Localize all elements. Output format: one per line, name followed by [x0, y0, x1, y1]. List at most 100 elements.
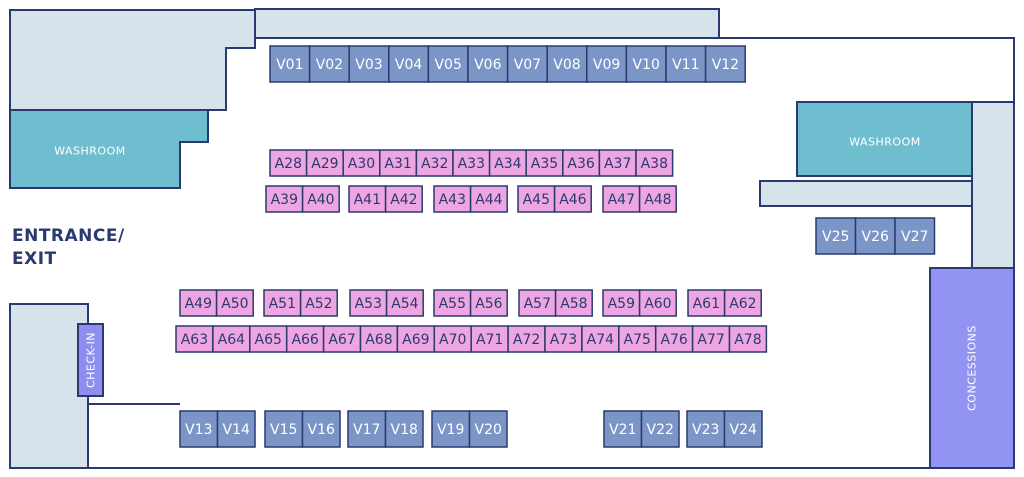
booth-v04[interactable]: V04 [388, 45, 430, 83]
booth-box[interactable] [285, 325, 325, 353]
booth-box[interactable] [264, 410, 304, 448]
booth-box[interactable] [216, 410, 256, 448]
booth-box[interactable] [686, 410, 726, 448]
booth-v25[interactable]: V25 [815, 217, 857, 255]
booth-v21[interactable]: V21 [603, 410, 643, 448]
booth-v14[interactable]: V14 [216, 410, 256, 448]
booth-a51[interactable]: A51 [263, 289, 302, 317]
booth-v02[interactable]: V02 [308, 45, 350, 83]
booth-a78[interactable]: A78 [728, 325, 768, 353]
booth-box[interactable] [433, 289, 472, 317]
concessions-area[interactable] [929, 267, 1015, 469]
booth-v13[interactable]: V13 [179, 410, 219, 448]
booth-a48[interactable]: A48 [638, 185, 677, 213]
booth-a38[interactable]: A38 [635, 149, 674, 177]
booth-box[interactable] [348, 45, 390, 83]
booth-a42[interactable]: A42 [384, 185, 423, 213]
booth-v08[interactable]: V08 [546, 45, 588, 83]
booth-a65[interactable]: A65 [249, 325, 288, 353]
booth-box[interactable] [553, 185, 592, 213]
booth-box[interactable] [602, 289, 641, 317]
booth-a46[interactable]: A46 [553, 185, 592, 213]
booth-a69[interactable]: A69 [396, 325, 436, 353]
booth-v18[interactable]: V18 [384, 410, 424, 448]
booth-box[interactable] [384, 410, 424, 448]
booth-a56[interactable]: A56 [469, 289, 508, 317]
booth-a37[interactable]: A37 [598, 149, 637, 177]
booth-a63[interactable]: A63 [175, 325, 214, 353]
booth-box[interactable] [638, 289, 677, 317]
booth-a33[interactable]: A33 [452, 149, 491, 177]
booth-box[interactable] [625, 45, 667, 83]
booth-a72[interactable]: A72 [507, 325, 546, 353]
booth-a39[interactable]: A39 [265, 185, 304, 213]
booth-box[interactable] [562, 149, 601, 177]
booth-a35[interactable]: A35 [525, 149, 564, 177]
booth-a29[interactable]: A29 [305, 149, 344, 177]
booth-v19[interactable]: V19 [431, 410, 471, 448]
booth-box[interactable] [691, 325, 731, 353]
booth-box[interactable] [468, 410, 508, 448]
booth-box[interactable] [269, 149, 308, 177]
booth-a47[interactable]: A47 [602, 185, 641, 213]
booth-v07[interactable]: V07 [506, 45, 548, 83]
checkin-desk[interactable] [77, 323, 104, 397]
booth-box[interactable] [586, 45, 628, 83]
booth-box[interactable] [618, 325, 657, 353]
booth-v20[interactable]: V20 [468, 410, 508, 448]
booth-a54[interactable]: A54 [385, 289, 424, 317]
booth-box[interactable] [342, 149, 381, 177]
booth-box[interactable] [427, 45, 469, 83]
booth-v23[interactable]: V23 [686, 410, 726, 448]
booth-box[interactable] [654, 325, 694, 353]
booth-a40[interactable]: A40 [301, 185, 340, 213]
booth-box[interactable] [433, 325, 472, 353]
booth-box[interactable] [359, 325, 399, 353]
booth-a44[interactable]: A44 [469, 185, 508, 213]
booth-box[interactable] [263, 289, 302, 317]
booth-a57[interactable]: A57 [518, 289, 557, 317]
booth-box[interactable] [179, 289, 218, 317]
booth-box[interactable] [665, 45, 707, 83]
booth-a66[interactable]: A66 [285, 325, 325, 353]
booth-box[interactable] [728, 325, 768, 353]
booth-box[interactable] [469, 289, 508, 317]
booth-box[interactable] [349, 289, 388, 317]
booth-a30[interactable]: A30 [342, 149, 381, 177]
booth-a53[interactable]: A53 [349, 289, 388, 317]
booth-v26[interactable]: V26 [854, 217, 896, 255]
booth-box[interactable] [388, 45, 430, 83]
booth-a75[interactable]: A75 [618, 325, 657, 353]
booth-v09[interactable]: V09 [586, 45, 628, 83]
booth-box[interactable] [603, 410, 643, 448]
booth-box[interactable] [602, 185, 641, 213]
booth-box[interactable] [385, 289, 424, 317]
booth-v10[interactable]: V10 [625, 45, 667, 83]
booth-a74[interactable]: A74 [581, 325, 620, 353]
booth-a55[interactable]: A55 [433, 289, 472, 317]
booth-a59[interactable]: A59 [602, 289, 641, 317]
booth-v22[interactable]: V22 [640, 410, 680, 448]
booth-a58[interactable]: A58 [554, 289, 593, 317]
booth-box[interactable] [469, 185, 508, 213]
booth-box[interactable] [854, 217, 896, 255]
booth-a36[interactable]: A36 [562, 149, 601, 177]
booth-a28[interactable]: A28 [269, 149, 308, 177]
booth-a45[interactable]: A45 [517, 185, 556, 213]
booth-box[interactable] [525, 149, 564, 177]
booth-box[interactable] [301, 185, 340, 213]
booth-a71[interactable]: A71 [470, 325, 509, 353]
booth-box[interactable] [384, 185, 423, 213]
booth-box[interactable] [301, 410, 341, 448]
booth-v15[interactable]: V15 [264, 410, 304, 448]
booth-box[interactable] [269, 45, 311, 83]
booth-v12[interactable]: V12 [704, 45, 746, 83]
booth-box[interactable] [507, 325, 546, 353]
booth-v06[interactable]: V06 [467, 45, 509, 83]
booth-a41[interactable]: A41 [348, 185, 387, 213]
booth-box[interactable] [249, 325, 288, 353]
booth-a32[interactable]: A32 [415, 149, 454, 177]
booth-box[interactable] [723, 410, 763, 448]
booth-v27[interactable]: V27 [894, 217, 936, 255]
booth-v17[interactable]: V17 [347, 410, 387, 448]
